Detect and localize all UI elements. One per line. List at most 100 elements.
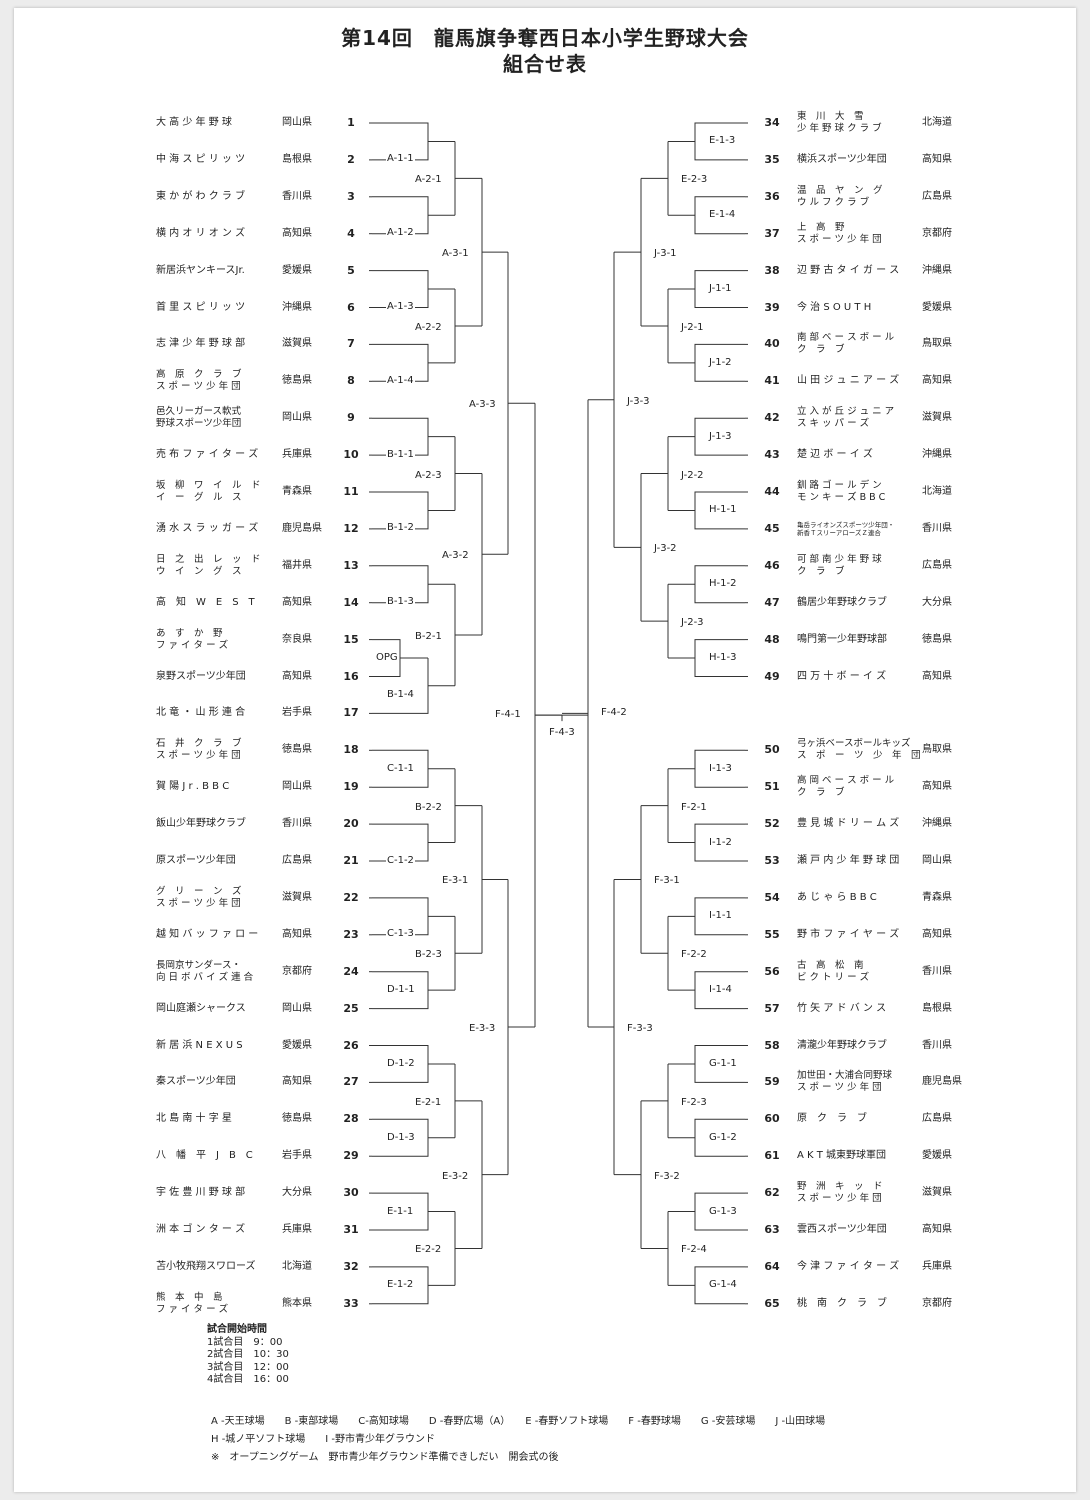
page-title: 第14回 龍馬旗争奪西日本小学生野球大会 [341,26,749,50]
team-number: 25 [343,1001,359,1015]
team-number: 39 [764,300,780,314]
match-label: J-3-2 [653,543,678,556]
match-label: E-2-3 [680,174,709,187]
team-number: 41 [764,374,780,388]
team-prefecture: 滋賀県 [282,891,312,903]
team-prefecture: 高知県 [282,928,312,940]
team-number: 19 [343,780,359,794]
team-name: 首 里 ス ピ リ ッ ツ [156,301,246,313]
team-number: 17 [343,706,359,720]
team-number: 48 [764,632,780,646]
team-prefecture: 鳥取県 [922,744,952,756]
match-label: E-1-4 [708,209,737,222]
team-number: 24 [343,964,359,978]
team-prefecture: 兵庫県 [282,1224,312,1235]
team-name: 秦スポーツ少年団 [156,1076,236,1088]
team-prefecture: 青森県 [922,891,952,903]
team-prefecture: 滋賀県 [282,338,312,350]
match-label: D-1-2 [386,1057,416,1070]
team-number: 59 [764,1075,780,1089]
team-number: 31 [343,1223,359,1236]
team-name: 北 竜 ・ 山 形 連 合 [156,707,246,719]
team-name: 高 原 ク ラ ブ ス ポ ー ツ 少 年 団 [156,369,242,393]
team-prefecture: 愛媛県 [282,1039,312,1051]
team-name: グ リ ー ン ズ ス ポ ー ツ 少 年 団 [156,885,242,909]
team-name: 横 内 オ リ オ ン ズ [156,227,246,239]
match-label: A-2-1 [414,174,443,187]
team-prefecture: 香川県 [922,1039,952,1051]
team-prefecture: 香川県 [282,818,312,830]
match-label: B-2-3 [414,949,443,962]
team-prefecture: 広島県 [922,190,952,202]
team-name: 坂 柳 ワ イ ル ド イ ー グ ル ス [156,480,261,503]
team-name: 大 高 少 年 野 球 [156,117,232,128]
match-label: J-2-3 [680,617,705,630]
team-number: 16 [343,669,359,683]
team-number: 42 [764,411,780,425]
team-name: 越 知 バ ッ フ ァ ロ ー [156,928,259,940]
team-name: 瀬 戸 内 少 年 野 球 団 [797,855,900,866]
match-label: B-2-1 [414,630,443,643]
team-prefecture: 鹿児島県 [282,522,322,534]
match-label: F-4-2 [600,707,628,720]
schedule-line: 3試合目 12：00 [207,1361,289,1373]
match-label: C-1-2 [386,854,415,867]
match-label: B-1-3 [386,596,415,609]
match-label: B-2-2 [414,801,443,814]
team-name: 高 知 W E S T [156,596,255,608]
team-number: 30 [343,1186,359,1200]
team-prefecture: 岡山県 [282,1002,312,1014]
team-prefecture: 広島県 [282,855,312,866]
team-prefecture: 岡山県 [282,781,312,793]
team-prefecture: 京都府 [922,227,952,239]
team-name: 高 岡 ベ ー ス ボ ー ル ク ラ ブ [797,775,895,799]
match-label: J-3-3 [626,395,651,408]
match-label: B-1-2 [386,522,415,535]
team-prefecture: 高知県 [922,670,952,682]
match-label: E-1-1 [386,1205,415,1218]
match-label: F-2-2 [680,949,708,962]
team-number: 54 [764,890,780,904]
match-label: J-2-1 [680,321,705,334]
match-label: F-4-3 [548,727,576,740]
team-number: 6 [347,300,355,314]
team-prefecture: 徳島県 [282,375,312,387]
team-name: 北 島 南 十 字 星 [156,1113,232,1125]
team-name: 新 居 浜 N E X U S [156,1039,243,1051]
team-prefecture: 高知県 [922,1224,952,1235]
team-name: 原 ク ラ ブ [797,1113,867,1125]
team-number: 60 [764,1112,780,1126]
team-name: 竹 矢 ア ド バ ン ス [797,1002,887,1014]
match-label: G-1-1 [708,1057,738,1070]
team-name: 八 幡 平 J B C [156,1150,253,1162]
team-name: 桃 南 ク ラ ブ [797,1297,887,1309]
match-label: A-1-1 [386,153,415,166]
team-name: 原スポーツ少年団 [156,855,236,866]
team-prefecture: 徳島県 [282,1113,312,1125]
team-prefecture: 高知県 [282,227,312,239]
match-label: I-1-4 [708,984,733,997]
team-number: 47 [764,595,780,609]
match-label: B-1-4 [386,688,415,701]
team-number: 56 [764,964,780,978]
team-name: 日 之 出 レ ッ ド ウ イ ン グ ス [156,553,261,577]
match-label: E-3-2 [441,1170,470,1183]
team-name: 邑久リーガース軟式 野球スポーツ少年団 [156,406,242,430]
match-label: F-3-2 [653,1170,681,1183]
match-label: A-3-1 [441,248,470,261]
team-name: 泉野スポーツ少年団 [156,670,246,682]
team-prefecture: 北海道 [922,117,952,128]
match-label: J-2-2 [680,469,705,482]
team-number: 33 [343,1296,359,1310]
team-number: 35 [764,152,780,166]
team-number: 40 [764,337,780,351]
match-label: E-1-2 [386,1279,415,1292]
team-prefecture: 香川県 [922,965,952,977]
team-prefecture: 岡山県 [282,117,312,128]
team-name: 立 入 が 丘 ジ ュ ニ ア ス キ ッ パ ー ズ [797,406,895,430]
team-name: 岡山庭瀬シャークス [156,1002,246,1014]
team-name: 長岡京サンダース・ 向 日 ボ バ イ ズ 連 合 [156,959,254,983]
team-number: 49 [764,669,780,683]
team-number: 4 [347,226,355,240]
